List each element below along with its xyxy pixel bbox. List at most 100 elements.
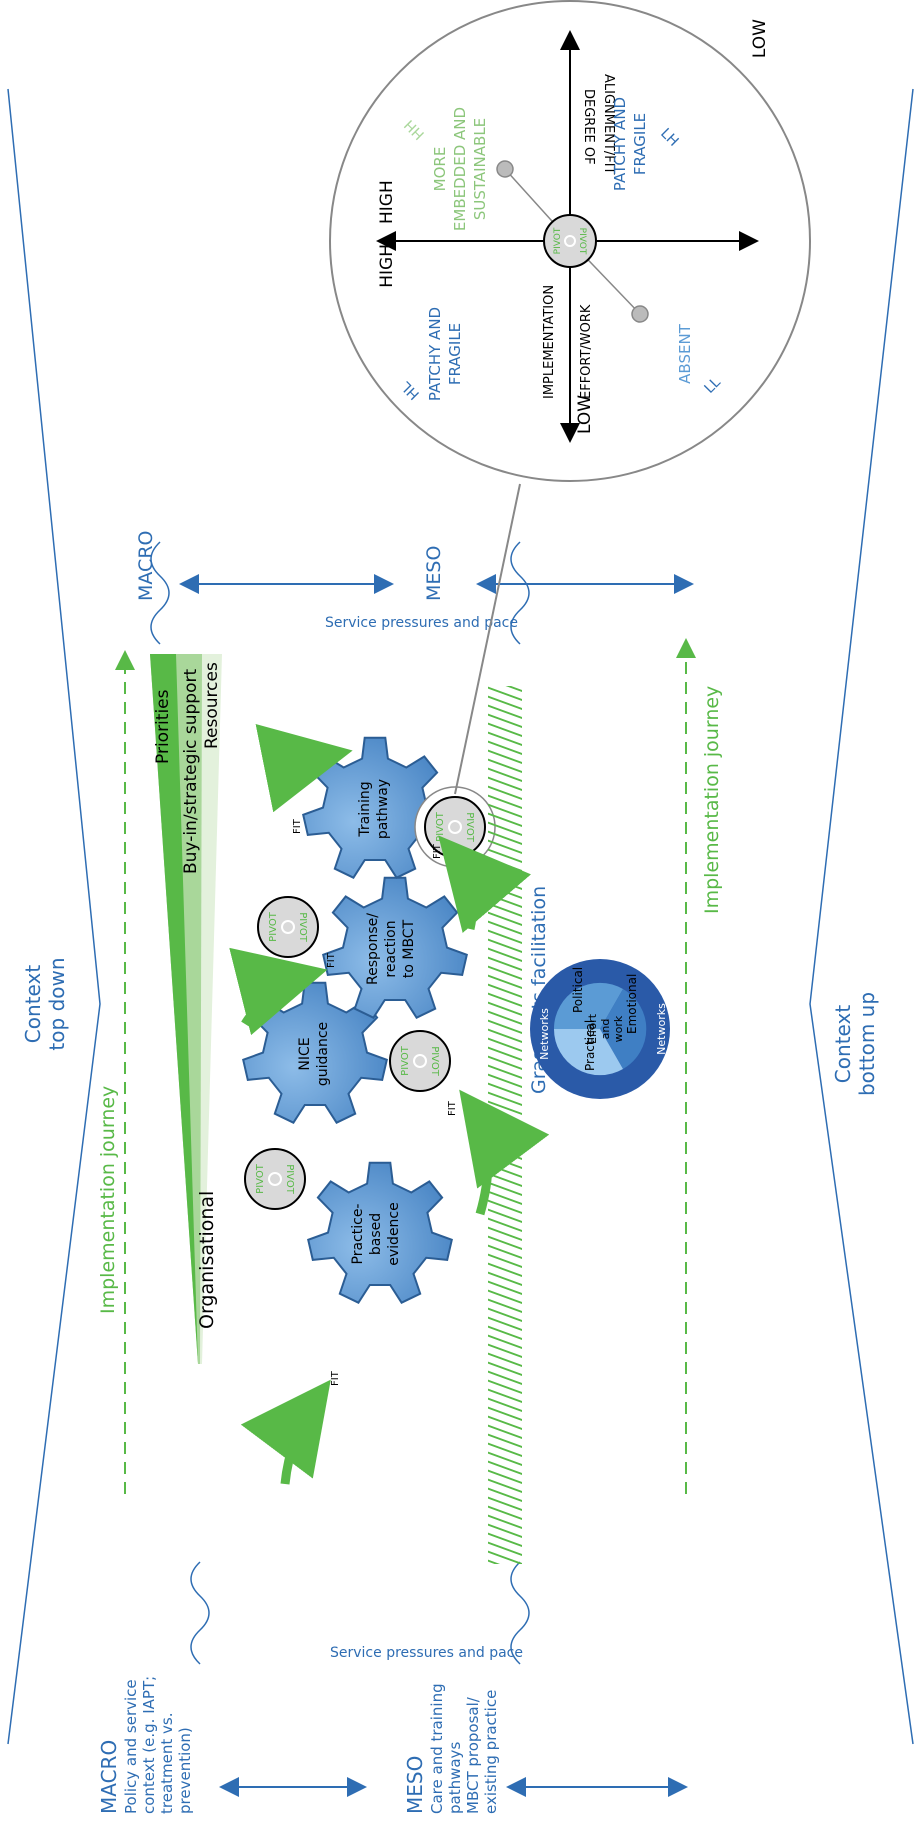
wedge-buyin-label: Buy-in/strategic support <box>181 669 201 874</box>
grassroots-block: Grassroots facilitation Networks Network… <box>488 686 670 1564</box>
axis-low-right: LOW <box>750 19 770 58</box>
gear-label-line1: NICE <box>297 1037 313 1070</box>
practical-segment <box>553 1029 623 1076</box>
pivot-3: PIVOT PIVOT <box>257 896 319 958</box>
meso-short: MESO <box>423 546 445 601</box>
gear-label-line1: Practice- <box>350 1204 366 1265</box>
effort-center-2: and <box>599 1019 612 1040</box>
context-bottom-shape <box>809 88 914 1745</box>
pivot-label: PIVOT <box>268 911 279 942</box>
quadrant-diagram: HIGH LOW HIGH LOW IMPLEMENTATION EFFORT/… <box>329 0 811 482</box>
wedge-priorities-label: Priorities <box>153 689 173 764</box>
fit-arrow-1 <box>240 1379 331 1485</box>
axis-low-bottom: LOW <box>575 395 595 434</box>
fit-label-2: FIT <box>447 1100 458 1116</box>
gear-label-line2: based <box>368 1213 384 1255</box>
implementation-journey-bottom-label: Implementation journey <box>701 686 723 914</box>
q-hl-line2: FRAGILE <box>446 323 464 385</box>
gear-label-line2: guidance <box>315 1022 331 1086</box>
pivot-label: PIVOT <box>297 912 308 943</box>
pivot-label: PIVOT <box>435 811 446 842</box>
context-top-line2: top down <box>45 957 69 1050</box>
meso-desc-1: Care and training <box>428 1683 446 1814</box>
macro-desc-1: Policy and service <box>122 1679 140 1814</box>
q-lh-line1: PATCHY AND <box>611 97 629 191</box>
context-bottom-line1: Context <box>831 1005 855 1084</box>
gear-label-line1: Response/ <box>365 913 381 985</box>
axis-high-left: HIGH <box>377 244 397 288</box>
political-label: Political <box>571 967 585 1013</box>
meso-desc-2: pathways <box>446 1742 464 1814</box>
emotional-segment <box>600 989 647 1069</box>
networks-top: Networks <box>538 1008 551 1060</box>
meso-title: MESO <box>403 1756 427 1814</box>
context-top-block: Context top down Implementation journey <box>7 88 135 1745</box>
gear-label-line2: pathway <box>375 779 391 839</box>
networks-bottom: Networks <box>655 1003 668 1055</box>
pivot-knob-hh <box>496 160 514 178</box>
q-hl-line1: PATCHY AND <box>426 307 444 401</box>
q-lh-line2: FRAGILE <box>631 113 649 175</box>
q-ll-line1: ABSENT <box>676 323 694 384</box>
fit-label-4: FIT <box>432 843 443 859</box>
pivot-label: PIVOT <box>553 227 563 254</box>
x-axis-label-2: EFFORT/WORK <box>579 304 594 399</box>
fit-arrow-5 <box>255 724 353 813</box>
gear-practice-based-evidence: Practice- based evidence <box>307 1161 453 1304</box>
grassroots-hatching <box>488 686 522 1564</box>
wave-right-2 <box>510 541 530 645</box>
levels-left: MACRO Policy and service context (e.g. I… <box>97 1561 688 1814</box>
macro-desc-2: context (e.g. IAPT; <box>140 1676 158 1814</box>
gear-label-line3: evidence <box>386 1202 402 1265</box>
zoom-connector-line <box>454 483 521 795</box>
axis-high-top: HIGH <box>377 180 397 224</box>
pivot-label: PIVOT <box>255 1163 266 1194</box>
pivot-label: PIVOT <box>577 228 587 255</box>
pivot-1: PIVOT PIVOT <box>244 1148 306 1210</box>
meso-desc-4: existing practice <box>482 1690 500 1814</box>
macro-title: MACRO <box>97 1740 121 1814</box>
political-segment <box>553 982 623 1029</box>
macro-short: MACRO <box>135 531 157 601</box>
service-pressures-left: Service pressures and pace <box>330 1645 523 1661</box>
q-hh-line3: SUSTAINABLE <box>471 118 489 220</box>
gear-response-reaction: Response/ reaction to MBCT <box>322 876 468 1019</box>
pivot-label: PIVOT <box>400 1045 411 1076</box>
effort-center-3: work <box>612 1015 625 1042</box>
context-bottom-block: Context bottom up Implementation journey <box>676 88 914 1745</box>
gear-label-line1: Training <box>357 781 373 837</box>
y-axis-label-2: ALIGNMENT/FIT <box>601 74 616 175</box>
wedge-organisational-label: Organisational <box>196 1191 218 1329</box>
practical-label: Practical <box>583 1020 597 1071</box>
organisational-wedge: Organisational Priorities Buy-in/strateg… <box>150 654 222 1364</box>
emotional-label: Emotional <box>625 974 639 1034</box>
effort-circle: Networks Networks Political Emotional Pr… <box>530 959 670 1099</box>
x-axis-label-1: IMPLEMENTATION <box>542 285 557 399</box>
pivot-label: PIVOT <box>284 1164 295 1195</box>
center-pivot: PIVOT PIVOT <box>543 214 597 268</box>
wedge-resources-label: Resources <box>202 662 222 749</box>
effort-center-1: Effort <box>586 1013 599 1044</box>
wave-right-1 <box>150 541 170 645</box>
wave-left-2 <box>510 1561 530 1665</box>
wave-left-1 <box>190 1561 210 1665</box>
levels-right: MACRO MESO Service pressures and pace <box>135 531 694 645</box>
q-hh-line1: MORE <box>431 147 449 192</box>
implementation-journey-top-label: Implementation journey <box>97 1086 119 1314</box>
macro-desc-4: prevention) <box>176 1727 194 1814</box>
y-axis-label-1: DEGREE OF <box>581 89 596 165</box>
service-pressures-right: Service pressures and pace <box>325 615 518 631</box>
gear-icon <box>307 1161 453 1304</box>
context-bottom-line2: bottom up <box>855 992 879 1096</box>
fit-label-5: FIT <box>292 818 303 834</box>
fit-arrow-3 <box>229 947 328 1036</box>
q-hh-line2: EMBEDDED AND <box>451 107 469 231</box>
pivot-label: PIVOT <box>429 1046 440 1077</box>
fit-arrow-4 <box>438 835 532 933</box>
context-top-shape <box>7 88 101 1745</box>
meso-desc-3: MBCT proposal/ <box>464 1696 482 1814</box>
fit-label-1: FIT <box>330 1370 341 1386</box>
